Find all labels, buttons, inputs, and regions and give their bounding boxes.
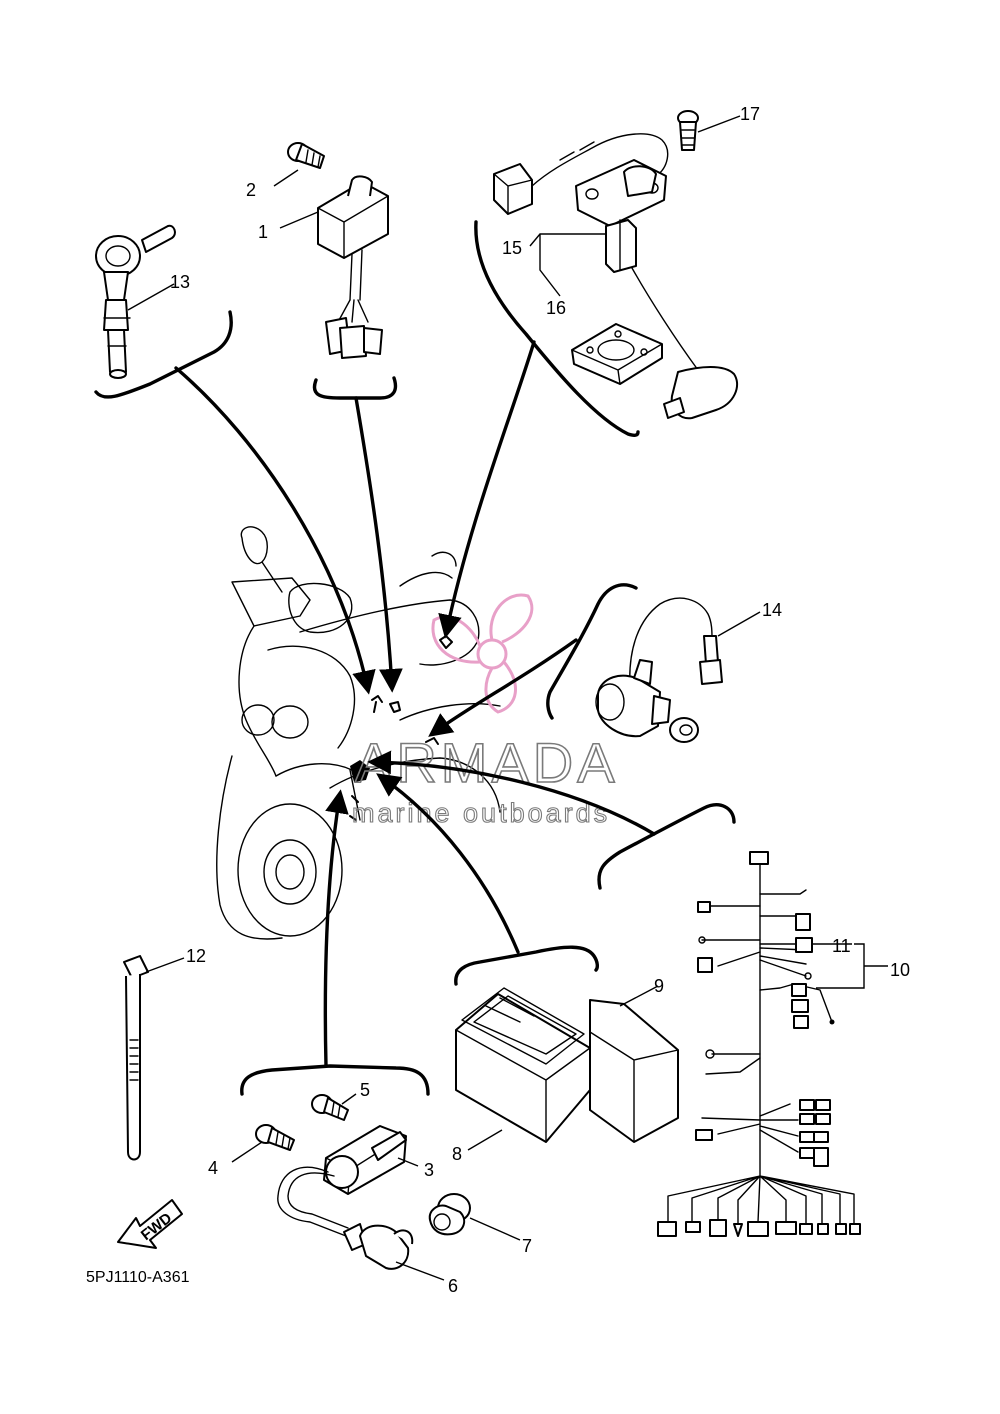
watermark: ARMADA marine outboards (351, 593, 615, 829)
callout-10: 10 (890, 960, 910, 980)
callout-6: 6 (448, 1276, 458, 1296)
part-8-battery (455, 987, 591, 1143)
part-17-screw (677, 110, 699, 151)
leader-arrows (174, 340, 656, 1068)
diagram-code: 5PJ1110-A361 (86, 1269, 190, 1286)
part-13-plug-cap (95, 224, 176, 379)
part-10-wire-harness (657, 851, 861, 1237)
part-9-plate (589, 999, 679, 1143)
callout-leaders (127, 115, 888, 1281)
callout-15: 15 (502, 238, 522, 258)
callout-14: 14 (762, 600, 782, 620)
callout-11: 11 (832, 936, 851, 956)
callout-17: 17 (740, 104, 760, 124)
part-1-relay (317, 175, 389, 359)
part-2-bolt (287, 142, 325, 169)
callout-3: 3 (424, 1160, 434, 1180)
callout-1: 1 (258, 222, 268, 242)
watermark-subtitle: marine outboards (352, 798, 610, 828)
part-15-fuel-sender (493, 133, 739, 420)
propeller-logo (431, 593, 534, 714)
callout-9: 9 (654, 976, 664, 996)
part-12-cable-tie (123, 955, 149, 1161)
part-14-starter-relay (595, 597, 723, 743)
part-3-ignition-coil (323, 1125, 407, 1195)
callout-8: 8 (452, 1144, 462, 1164)
callout-2: 2 (246, 180, 256, 200)
callout-12: 12 (186, 946, 206, 966)
part-4-bolt (255, 1124, 295, 1151)
callout-5: 5 (360, 1080, 370, 1100)
part-6-spark-plug-cap (277, 1166, 414, 1270)
fwd-arrow: FWD (117, 1199, 183, 1249)
part-7-grommet (428, 1193, 471, 1236)
part-5-bolt (311, 1094, 349, 1121)
callout-13: 13 (170, 272, 190, 292)
scooter-outline (216, 526, 501, 940)
callout-numbers: 1 2 3 4 5 6 7 8 9 10 11 12 13 14 15 16 1… (170, 104, 910, 1296)
callout-16: 16 (546, 298, 566, 318)
callout-4: 4 (208, 1158, 218, 1178)
callout-7: 7 (522, 1236, 532, 1256)
group-brackets (94, 220, 736, 1096)
part-16-gasket (571, 323, 663, 385)
